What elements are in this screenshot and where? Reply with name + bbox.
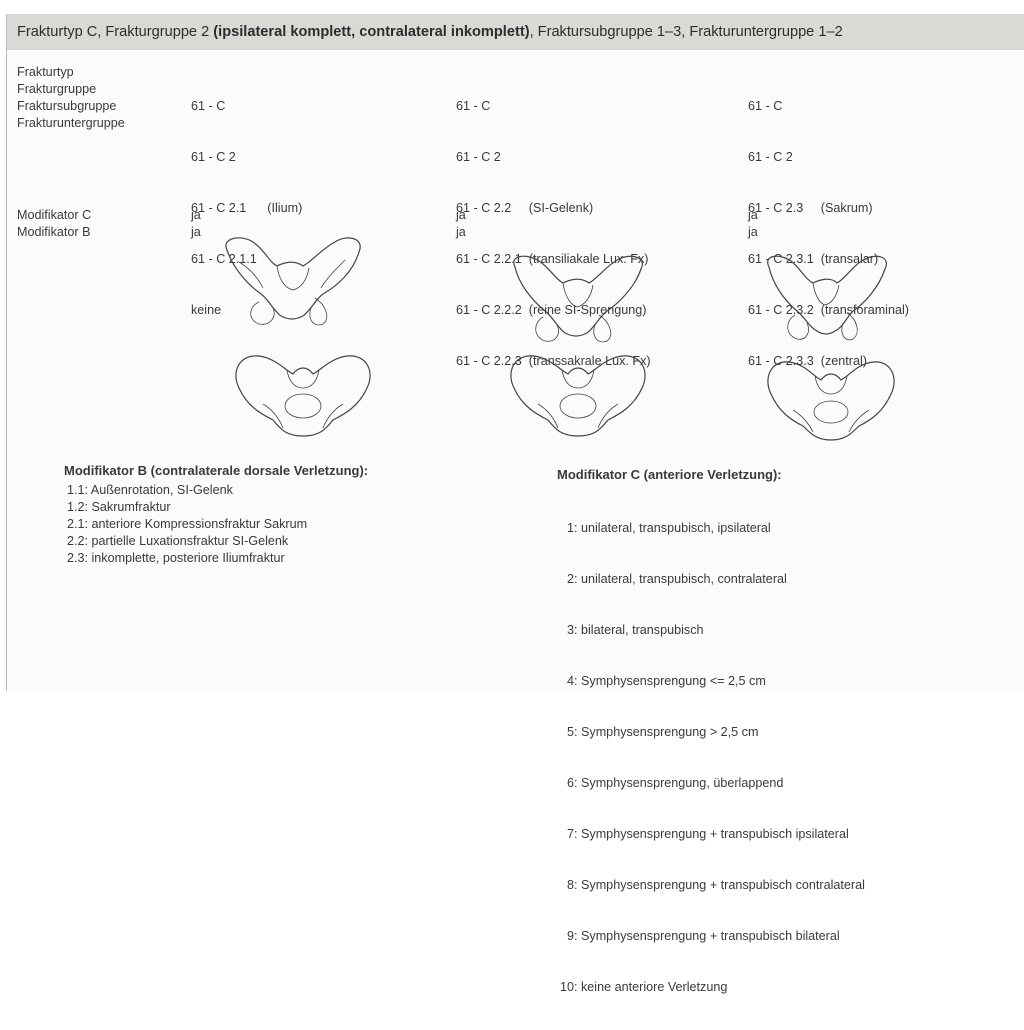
pelvis-illustration-ap-2 (504, 348, 652, 440)
pelvis-illustration-inlet-1 (219, 232, 369, 332)
legend-c-item: 9: Symphysensprengung + transpubisch bil… (560, 928, 865, 945)
title-part-1: Frakturtyp C, Frakturgruppe 2 (17, 24, 213, 40)
legend-c-item: 4: Symphysensprengung <= 2,5 cm (560, 673, 865, 690)
column-3-codes: 61 - C 61 - C 2 61 - C 2.3 (Sakrum) 61 -… (748, 64, 909, 404)
col1-modifier-b: ja (191, 224, 201, 241)
col3-line: 61 - C 2.3 (Sakrum) (748, 200, 909, 217)
col1-line: 61 - C 2.1 (Ilium) (191, 200, 302, 217)
label-modifikator-b: Modifikator B (17, 224, 91, 241)
column-3-modifiers: ja ja (748, 207, 758, 241)
modifier-labels: Modifikator C Modifikator B (17, 207, 91, 241)
title-part-3: , Fraktursubgruppe 1–3, Frakturuntergrup… (530, 24, 843, 40)
label-frakturgruppe: Frakturgruppe (17, 81, 125, 98)
legend-b-title: Modifikator B (contralaterale dorsale Ve… (64, 462, 368, 479)
col2-line: 61 - C (456, 98, 651, 115)
label-frakturuntergruppe: Frakturuntergruppe (17, 115, 125, 132)
legend-b-item: 1.1: Außenrotation, SI-Gelenk (67, 482, 307, 499)
title-part-bold: (ipsilateral komplett, contralateral ink… (213, 24, 529, 40)
column-2-modifiers: ja ja (456, 207, 466, 241)
label-fraktursubgruppe: Fraktursubgruppe (17, 98, 125, 115)
col1-line: 61 - C 2 (191, 149, 302, 166)
col1-line: 61 - C (191, 98, 302, 115)
col1-modifier-c: ja (191, 207, 201, 224)
pelvis-illustration-ap-3 (761, 354, 901, 444)
col3-modifier-c: ja (748, 207, 758, 224)
row-labels: Frakturtyp Frakturgruppe Fraktursubgrupp… (17, 64, 125, 132)
page-title: Frakturtyp C, Frakturgruppe 2 (ipsilater… (7, 14, 1024, 50)
col2-line: 61 - C 2 (456, 149, 651, 166)
legend-b-item: 1.2: Sakrumfraktur (67, 499, 307, 516)
col2-modifier-c: ja (456, 207, 466, 224)
legend-c-title: Modifikator C (anteriore Verletzung): (557, 466, 782, 483)
label-frakturtyp: Frakturtyp (17, 64, 125, 81)
pelvis-illustration-inlet-3 (761, 251, 891, 347)
legend-c-item: 1: unilateral, transpubisch, ipsilateral (560, 520, 865, 537)
legend-c-item: 10: keine anteriore Verletzung (560, 979, 865, 996)
legend-c-item: 5: Symphysensprengung > 2,5 cm (560, 724, 865, 741)
col2-line: 61 - C 2.2 (SI-Gelenk) (456, 200, 651, 217)
document-page: Frakturtyp C, Frakturgruppe 2 (ipsilater… (6, 14, 1024, 691)
legend-c-item: 3: bilateral, transpubisch (560, 622, 865, 639)
pelvis-illustration-inlet-2 (507, 251, 647, 349)
legend-c-item: 8: Symphysensprengung + transpubisch con… (560, 877, 865, 894)
legend-b-item: 2.1: anteriore Kompressionsfraktur Sakru… (67, 516, 307, 533)
col2-modifier-b: ja (456, 224, 466, 241)
col3-line: 61 - C (748, 98, 909, 115)
legend-b-item: 2.2: partielle Luxationsfraktur SI-Gelen… (67, 533, 307, 550)
legend-c-item: 6: Symphysensprengung, überlappend (560, 775, 865, 792)
col3-line: 61 - C 2 (748, 149, 909, 166)
column-1-modifiers: ja ja (191, 207, 201, 241)
col3-modifier-b: ja (748, 224, 758, 241)
legend-c-item: 2: unilateral, transpubisch, contralater… (560, 571, 865, 588)
legend-b-list: 1.1: Außenrotation, SI-Gelenk 1.2: Sakru… (67, 482, 307, 567)
label-modifikator-c: Modifikator C (17, 207, 91, 224)
legend-c-list: 1: unilateral, transpubisch, ipsilateral… (560, 486, 865, 1030)
legend-c-item: 7: Symphysensprengung + transpubisch ips… (560, 826, 865, 843)
pelvis-illustration-ap-1 (229, 348, 377, 440)
legend-b-item: 2.3: inkomplette, posteriore Iliumfraktu… (67, 550, 307, 567)
